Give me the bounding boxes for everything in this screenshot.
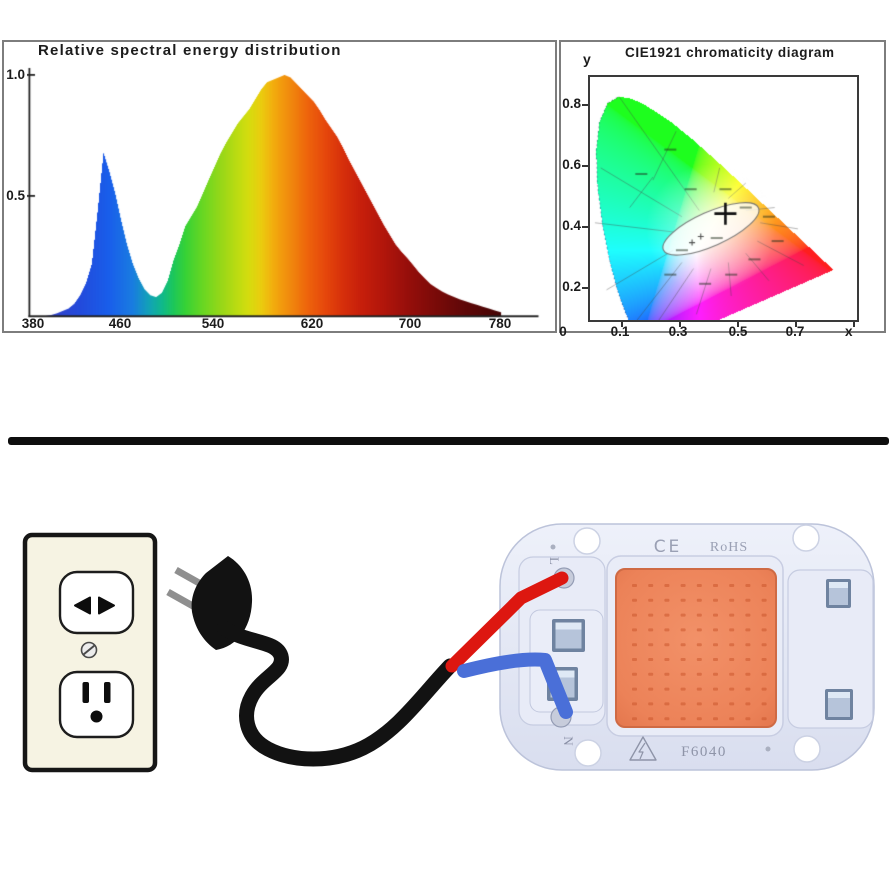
- spectral-x-tick-label: 620: [300, 316, 324, 331]
- tick-mark: [737, 322, 739, 327]
- cie-chart-panel: CIE1921 chromaticity diagram y 0.8 0.6 0.4…: [559, 40, 886, 339]
- spectral-y-tick-label: 0.5: [6, 188, 25, 203]
- ce-mark-text: CE: [654, 537, 683, 557]
- smd-component: [552, 619, 585, 652]
- cie-y-tick-label: 0.4: [562, 218, 581, 233]
- rohs-text: RoHS: [710, 540, 748, 555]
- outlet-live-slot: [104, 682, 111, 703]
- tick-mark: [679, 322, 681, 327]
- cie-x-tick-label: 0.3: [668, 324, 688, 339]
- cie-chart-title: CIE1921 chromaticity diagram: [625, 45, 835, 60]
- outlet-slot-left: [74, 596, 91, 615]
- mounting-hole: [574, 739, 602, 767]
- spectral-x-tick-label: 540: [201, 316, 225, 331]
- spectral-chart-panel: Relative spectral energy distribution 1.…: [2, 40, 557, 333]
- cie-diagram-plot: [590, 77, 857, 320]
- live-terminal-label: L: [547, 557, 562, 565]
- wall-outlet: [22, 532, 158, 773]
- neutral-terminal-label: N: [561, 736, 576, 746]
- spectral-x-tick-label: 380: [21, 316, 45, 331]
- smd-component: [826, 579, 851, 608]
- cie-x-tick-label: 0.5: [728, 324, 748, 339]
- tick-mark: [582, 226, 588, 228]
- spectral-x-tick-label: 460: [108, 316, 132, 331]
- outlet-neutral-slot: [82, 682, 89, 703]
- spectral-y-tick-label: 1.0: [6, 67, 25, 82]
- cie-y-tick-label: 0.6: [562, 157, 581, 172]
- spectral-chart-plot: [27, 60, 542, 318]
- led-die-grid: [632, 584, 767, 721]
- right-plateau: [787, 569, 874, 729]
- led-emitter: [615, 568, 777, 728]
- cie-y-axis-label: y: [583, 51, 591, 67]
- smd-component: [825, 689, 853, 720]
- cie-x-tick-label: 0: [559, 324, 567, 339]
- tick-mark: [582, 287, 588, 289]
- outlet-top-receptacle: [58, 570, 135, 635]
- power-plug: [166, 556, 458, 767]
- model-number-text: F6040: [681, 744, 727, 760]
- led-module: CE RoHS L N F6040: [499, 523, 875, 771]
- tick-mark: [582, 104, 588, 106]
- outlet-screw-slot: [82, 644, 96, 656]
- cie-y-tick-label: 0.8: [562, 96, 581, 111]
- divider-bar: [8, 437, 889, 445]
- mounting-hole: [573, 527, 601, 555]
- fiducial-dot: [550, 544, 556, 550]
- tick-mark: [621, 322, 623, 327]
- outlet-ground-hole: [90, 710, 103, 723]
- cie-x-axis-label: x: [845, 324, 853, 339]
- neutral-wire: [457, 652, 573, 719]
- cie-y-tick-label: 0.2: [562, 279, 581, 294]
- tick-mark: [582, 165, 588, 167]
- cie-x-tick-label: 0.7: [785, 324, 805, 339]
- mounting-hole: [793, 735, 821, 763]
- wiring-illustration: CE RoHS L N F6040: [22, 523, 875, 773]
- spectral-chart-title: Relative spectral energy distribution: [38, 42, 342, 59]
- live-wire: [445, 571, 569, 673]
- outlet-slot-right: [98, 596, 115, 615]
- fiducial-dot: [765, 746, 771, 752]
- high-voltage-warning-icon: [629, 736, 657, 761]
- power-cable: [216, 620, 458, 767]
- tick-mark: [795, 322, 797, 327]
- cie-plot-frame: [588, 75, 859, 322]
- spectral-x-tick-label: 700: [398, 316, 422, 331]
- mounting-hole: [792, 524, 820, 552]
- cie-x-tick-label: 0.1: [610, 324, 630, 339]
- spectral-x-tick-label: 780: [488, 316, 512, 331]
- outlet-bottom-receptacle: [58, 670, 135, 739]
- tick-mark: [853, 322, 855, 327]
